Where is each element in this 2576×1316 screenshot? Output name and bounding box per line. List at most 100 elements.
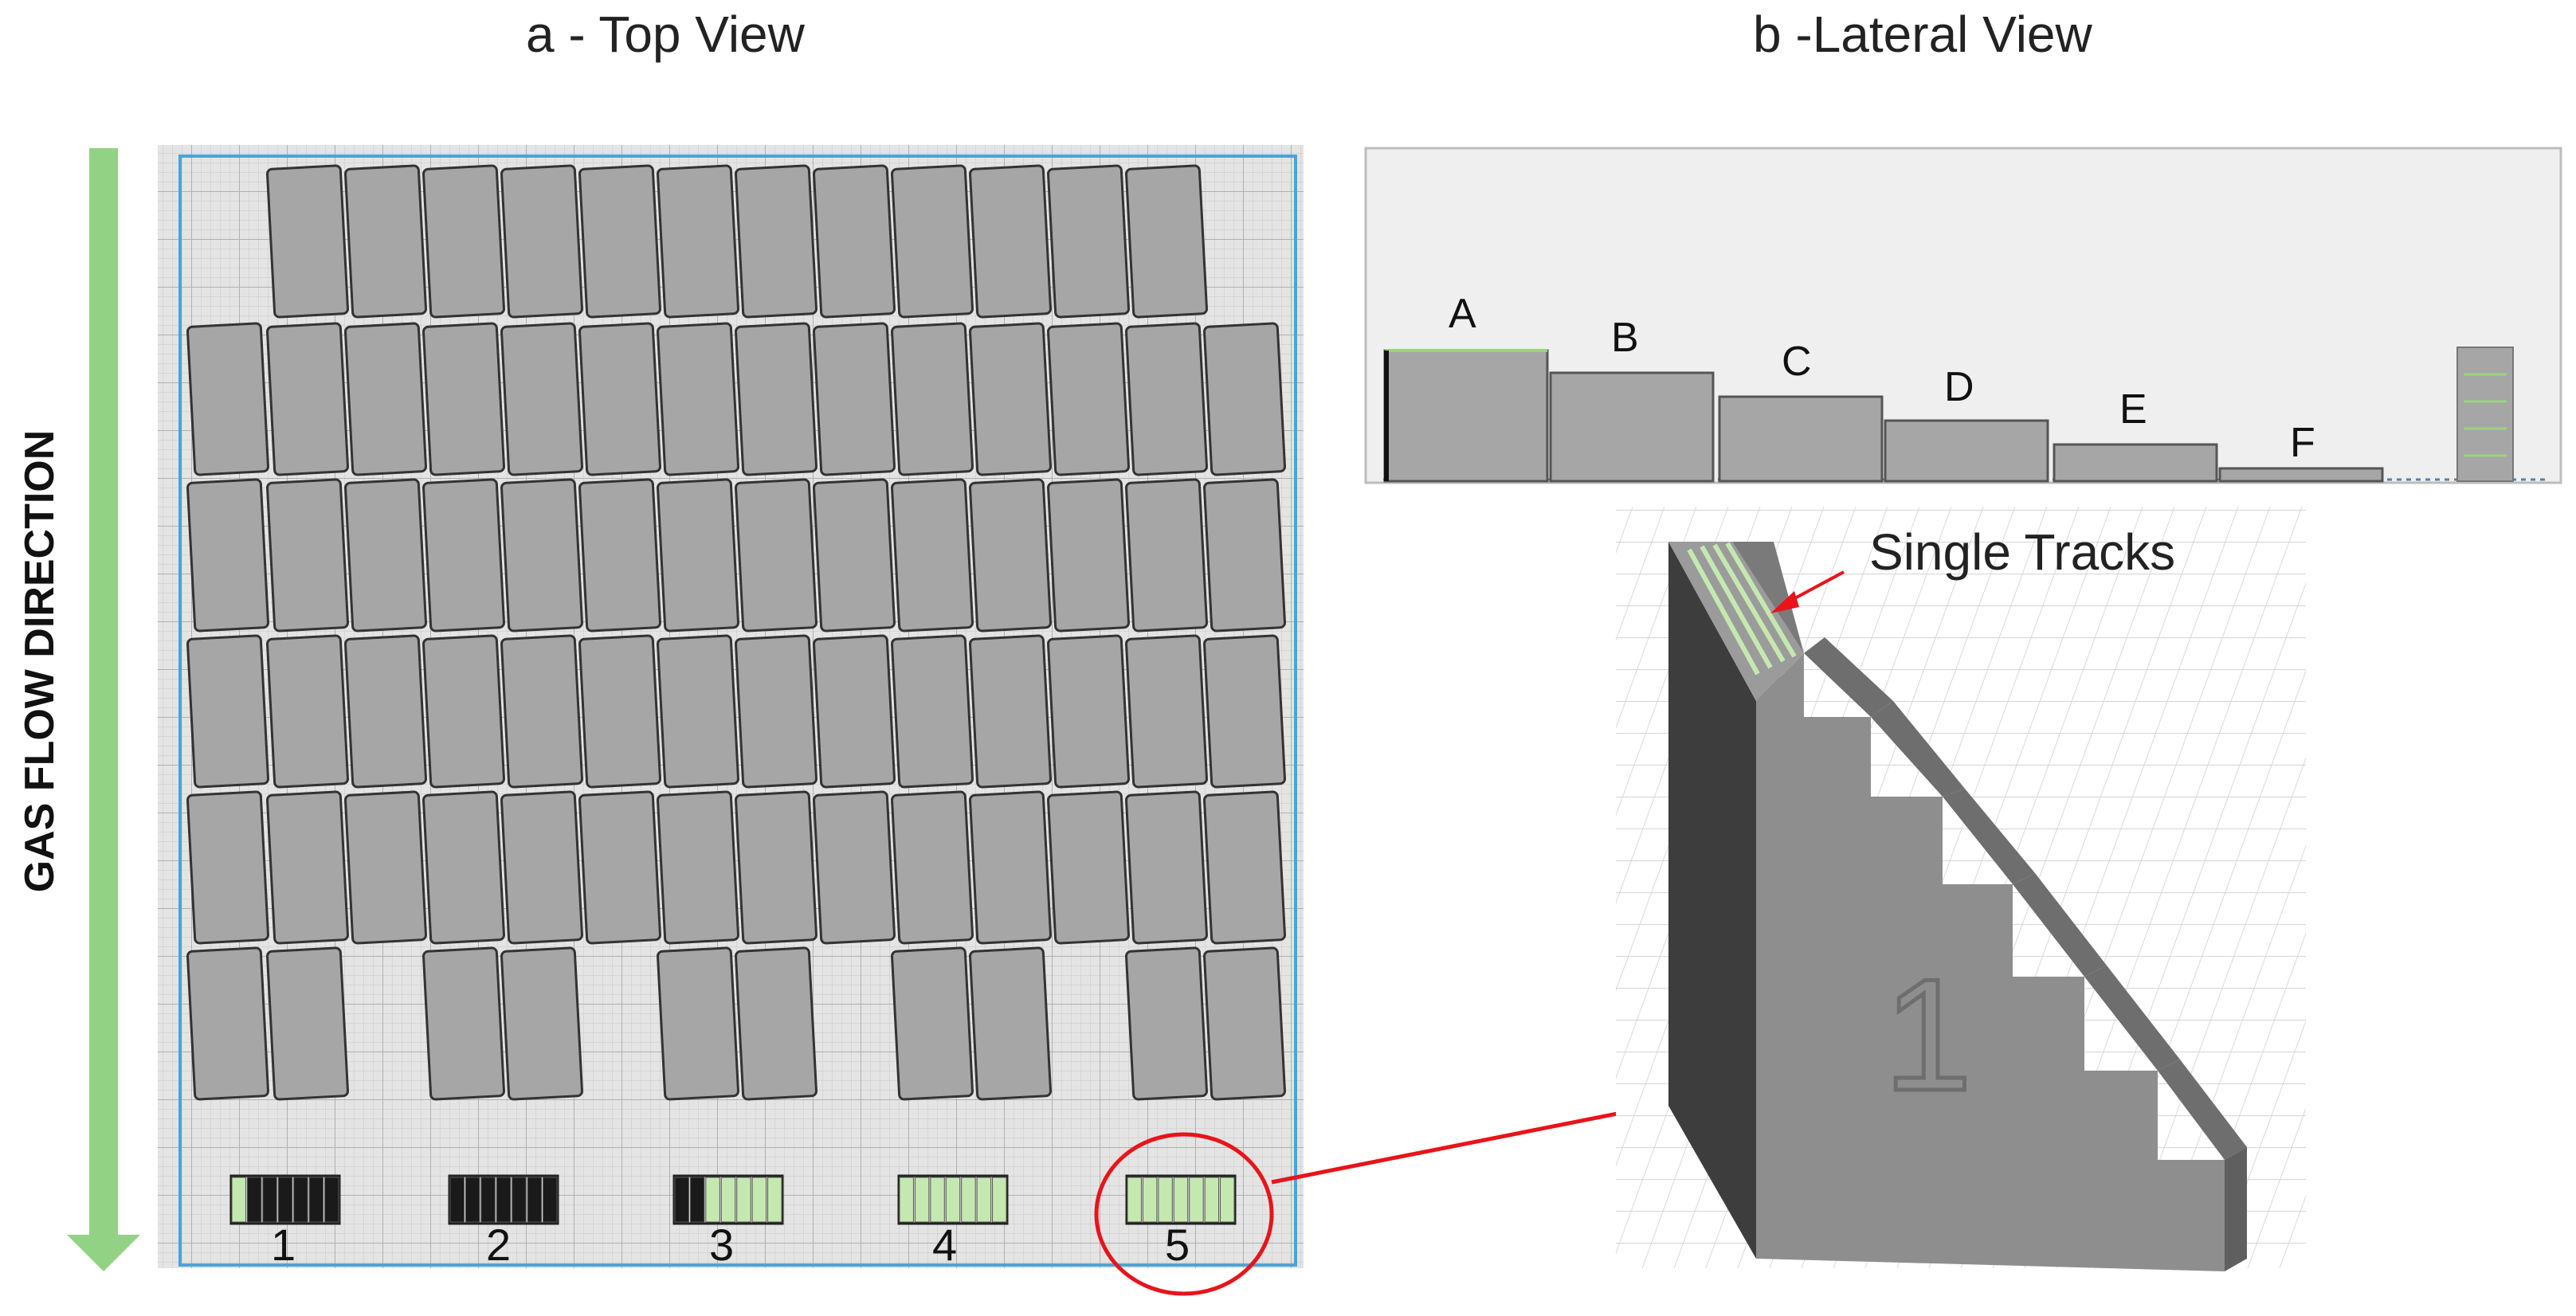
build-part: [500, 478, 583, 633]
build-part: [186, 634, 269, 789]
build-part: [422, 946, 505, 1101]
build-part: [1203, 634, 1286, 789]
specimen-number-1: 1: [271, 1220, 296, 1270]
build-part: [969, 164, 1052, 319]
build-part: [657, 322, 739, 476]
single-tracks-arrow: [1770, 570, 1845, 613]
lateral-step: [1718, 395, 1884, 483]
parts-group: [186, 164, 1286, 1101]
isometric-view: 1: [1616, 507, 2306, 1271]
build-part: [266, 634, 349, 789]
lateral-view-title: b -Lateral View: [1753, 6, 2092, 63]
build-part: [657, 634, 739, 789]
build-part: [344, 634, 427, 789]
build-part: [657, 164, 739, 319]
build-part: [578, 634, 661, 789]
build-part: [266, 478, 349, 633]
build-part: [1203, 790, 1286, 945]
build-part: [1125, 790, 1208, 945]
build-part: [1203, 322, 1286, 476]
build-part: [735, 634, 817, 789]
gas-flow-label: GAS FLOW DIRECTION: [17, 429, 63, 893]
specimens-group: [229, 1174, 1237, 1225]
build-part: [266, 322, 349, 476]
build-part: [891, 790, 974, 945]
build-part: [344, 322, 427, 476]
specimen-3: [672, 1174, 784, 1225]
build-part: [657, 790, 739, 945]
build-part: [1203, 478, 1286, 633]
build-part: [735, 790, 817, 945]
build-part: [500, 164, 583, 319]
build-part: [266, 946, 349, 1101]
single-tracks-callout: Single Tracks: [1869, 523, 2176, 581]
single-tracks: [1687, 542, 1797, 676]
specimen-mark: 1: [1884, 946, 1972, 1124]
build-part: [969, 634, 1052, 789]
build-part: [969, 790, 1052, 945]
build-part: [186, 322, 269, 476]
build-part: [891, 164, 974, 319]
build-part: [1125, 478, 1208, 633]
build-part: [813, 164, 896, 319]
steps-group: [1383, 349, 2384, 483]
build-part: [266, 164, 349, 319]
build-part: [657, 478, 739, 633]
build-part: [1047, 478, 1130, 633]
build-part: [578, 322, 661, 476]
build-part: [344, 164, 427, 319]
step-label-f: F: [2290, 420, 2315, 466]
pointer-arrow: [1271, 1093, 1665, 1185]
build-part: [1125, 634, 1208, 789]
build-part: [813, 790, 896, 945]
build-part: [1125, 164, 1208, 319]
build-part: [186, 790, 269, 945]
specimen-number-4: 4: [932, 1220, 958, 1270]
build-part: [735, 322, 817, 476]
specimen-5: [1125, 1174, 1237, 1225]
build-part: [578, 164, 661, 319]
lateral-step: [2053, 443, 2218, 483]
build-part: [1047, 634, 1130, 789]
build-part: [500, 634, 583, 789]
build-part: [1047, 322, 1130, 476]
build-part: [1047, 790, 1130, 945]
step-label-b: B: [1611, 315, 1639, 361]
build-part: [422, 478, 505, 633]
build-part: [969, 322, 1052, 476]
build-part: [186, 478, 269, 633]
lateral-step: [2218, 467, 2384, 483]
build-part: [186, 946, 269, 1101]
lateral-step: [1884, 419, 2049, 483]
build-part: [422, 322, 505, 476]
specimen-number-2: 2: [486, 1220, 512, 1270]
build-part: [422, 634, 505, 789]
lateral-side-part: [2456, 347, 2514, 482]
step-label-e: E: [2119, 386, 2147, 433]
build-part: [500, 790, 583, 945]
build-part: [422, 790, 505, 945]
build-part: [578, 790, 661, 945]
step-label-d: D: [1944, 364, 1974, 410]
build-part: [969, 946, 1052, 1101]
gas-flow-arrow: [67, 148, 140, 1271]
step-label-a: A: [1449, 291, 1476, 337]
build-part: [1203, 946, 1286, 1101]
build-part: [969, 478, 1052, 633]
step-label-c: C: [1782, 339, 1812, 385]
lateral-step: [1383, 349, 1549, 483]
build-part: [500, 322, 583, 476]
build-part: [500, 946, 583, 1101]
build-part: [891, 322, 974, 476]
build-part: [1125, 322, 1208, 476]
build-part: [813, 478, 896, 633]
build-part: [1125, 946, 1208, 1101]
lateral-step: [1549, 371, 1715, 483]
build-part: [891, 634, 974, 789]
top-view-title: a - Top View: [526, 6, 805, 63]
build-part: [735, 946, 817, 1101]
build-part: [735, 478, 817, 633]
build-part: [578, 478, 661, 633]
build-part: [1047, 164, 1130, 319]
build-part: [735, 164, 817, 319]
